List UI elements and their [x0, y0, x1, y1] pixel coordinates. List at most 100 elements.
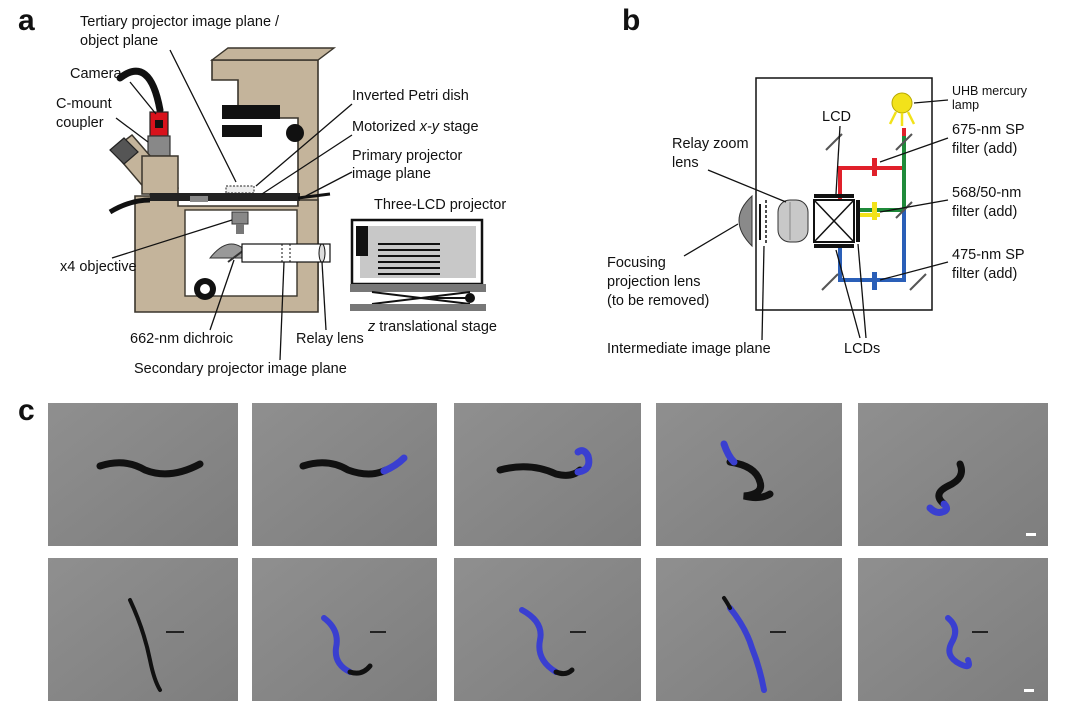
z-stage-bottom: [350, 304, 486, 311]
relay-lens-icon: [318, 243, 326, 263]
condenser-block: [222, 125, 262, 137]
relay-tube: [241, 243, 331, 263]
label-focusing-2: projection lens: [607, 274, 701, 290]
trinocular-head: [141, 155, 179, 195]
projector-outline: [755, 77, 933, 311]
frame-2-3: [454, 558, 641, 701]
leader-camera: [129, 81, 157, 115]
z-stage-scissor: [371, 291, 471, 305]
label-lcds: LCDs: [844, 341, 880, 357]
dichroic-line: [227, 249, 245, 263]
lamp-icon: [891, 92, 913, 114]
label-stage-italic: x-y: [419, 119, 440, 135]
eyepiece-icon: [109, 137, 139, 165]
camera-cable: [116, 67, 164, 114]
label-f675-2: filter (add): [952, 141, 1017, 157]
scale-bar-1: [1026, 533, 1036, 536]
leader-lcds-2: [857, 243, 867, 339]
stage-cable: [108, 197, 151, 215]
label-focusing-3: (to be removed): [607, 293, 709, 309]
label-tertiary-plane-1: Tertiary projector image plane /: [80, 14, 280, 30]
stage-insert: [190, 196, 208, 202]
lamp-housing: [222, 105, 280, 119]
label-dichroic: 662-nm dichroic: [130, 331, 233, 347]
label-stage-pre: Motorized: [352, 119, 420, 135]
scale-bar-2: [1024, 689, 1034, 692]
leader-f568: [879, 199, 949, 213]
camera-lens: [155, 120, 163, 128]
label-relay-zoom-2: lens: [672, 155, 699, 171]
label-z-post: translational stage: [375, 319, 497, 335]
arm-top: [209, 47, 337, 61]
label-uhb-2: lamp: [952, 98, 979, 112]
frame-row-2: [48, 558, 1048, 701]
leader-stage: [261, 134, 353, 195]
panel-b-letter: b: [622, 4, 640, 37]
illum-1-2: [380, 454, 408, 475]
prism-diag-2: [813, 199, 855, 243]
label-primary-2: image plane: [352, 166, 431, 182]
leader-tertiary: [169, 49, 237, 183]
worm-1-1: [96, 459, 204, 478]
lamp-rays: [888, 111, 916, 126]
label-relay: Relay lens: [296, 331, 364, 347]
leader-f475: [879, 261, 949, 281]
worm-2-1: [128, 598, 162, 692]
focus-knob-center: [200, 284, 210, 294]
lcd-bottom: [814, 244, 854, 248]
filter-568: [872, 202, 877, 220]
illum-2-5: [945, 615, 972, 670]
frame-2-2: [252, 558, 437, 701]
frame-1-2: [252, 403, 437, 546]
leader-focusing: [683, 223, 739, 257]
projector-schematic: [738, 77, 933, 311]
leader-secondary: [279, 261, 285, 361]
frame-1-3: [454, 403, 641, 546]
filter-675: [872, 158, 877, 176]
label-f568-2: filter (add): [952, 204, 1017, 220]
illum-2-4: [727, 605, 767, 693]
illum-2-3: [519, 607, 559, 675]
leader-dichroic: [209, 259, 235, 331]
objective-tip: [236, 224, 244, 234]
leader-relay-zoom: [707, 169, 787, 203]
label-f475-1: 475-nm SP: [952, 247, 1025, 263]
leader-lcd: [835, 125, 841, 195]
label-f568-1: 568/50-nm: [952, 185, 1021, 201]
label-f475-2: filter (add): [952, 266, 1017, 282]
frame-row-1: [48, 403, 1048, 546]
worm-2-3: [553, 667, 575, 677]
label-objective: x4 objective: [60, 259, 137, 275]
leader-petri: [255, 103, 353, 187]
illum-1-5: [926, 500, 951, 516]
leader-primary: [301, 171, 353, 199]
microscope-diagram: [108, 47, 337, 313]
projector-inner: [360, 226, 476, 278]
worm-1-4: [726, 458, 774, 502]
worm-1-3: [496, 463, 584, 479]
label-z-stage: z translational stage: [367, 319, 497, 335]
label-uhb-1: UHB mercury: [952, 84, 1028, 98]
leader-cmount: [115, 117, 149, 143]
xy-stage: [150, 193, 300, 201]
label-cmount-1: C-mount: [56, 96, 112, 112]
petri-dish: [225, 185, 255, 194]
leader-relay: [321, 261, 327, 331]
objective-icon: [231, 211, 249, 225]
projector-vents: [378, 243, 440, 275]
label-petri: Inverted Petri dish: [352, 88, 469, 104]
label-z-italic: z: [367, 319, 376, 335]
label-focusing-1: Focusing: [607, 255, 666, 271]
filter-475: [872, 272, 877, 290]
projector-lens: [356, 226, 368, 256]
worm-2-4: [722, 596, 732, 610]
label-three-lcd: Three-LCD projector: [374, 197, 506, 213]
frame-1-4: [656, 403, 842, 546]
focus-knob-top: [286, 124, 304, 142]
label-relay-zoom-1: Relay zoom: [672, 136, 749, 152]
frame-2-4: [656, 558, 842, 701]
focusing-lens-icon: [738, 194, 753, 248]
label-lcd: LCD: [822, 109, 851, 125]
worm-1-2: [299, 459, 390, 478]
